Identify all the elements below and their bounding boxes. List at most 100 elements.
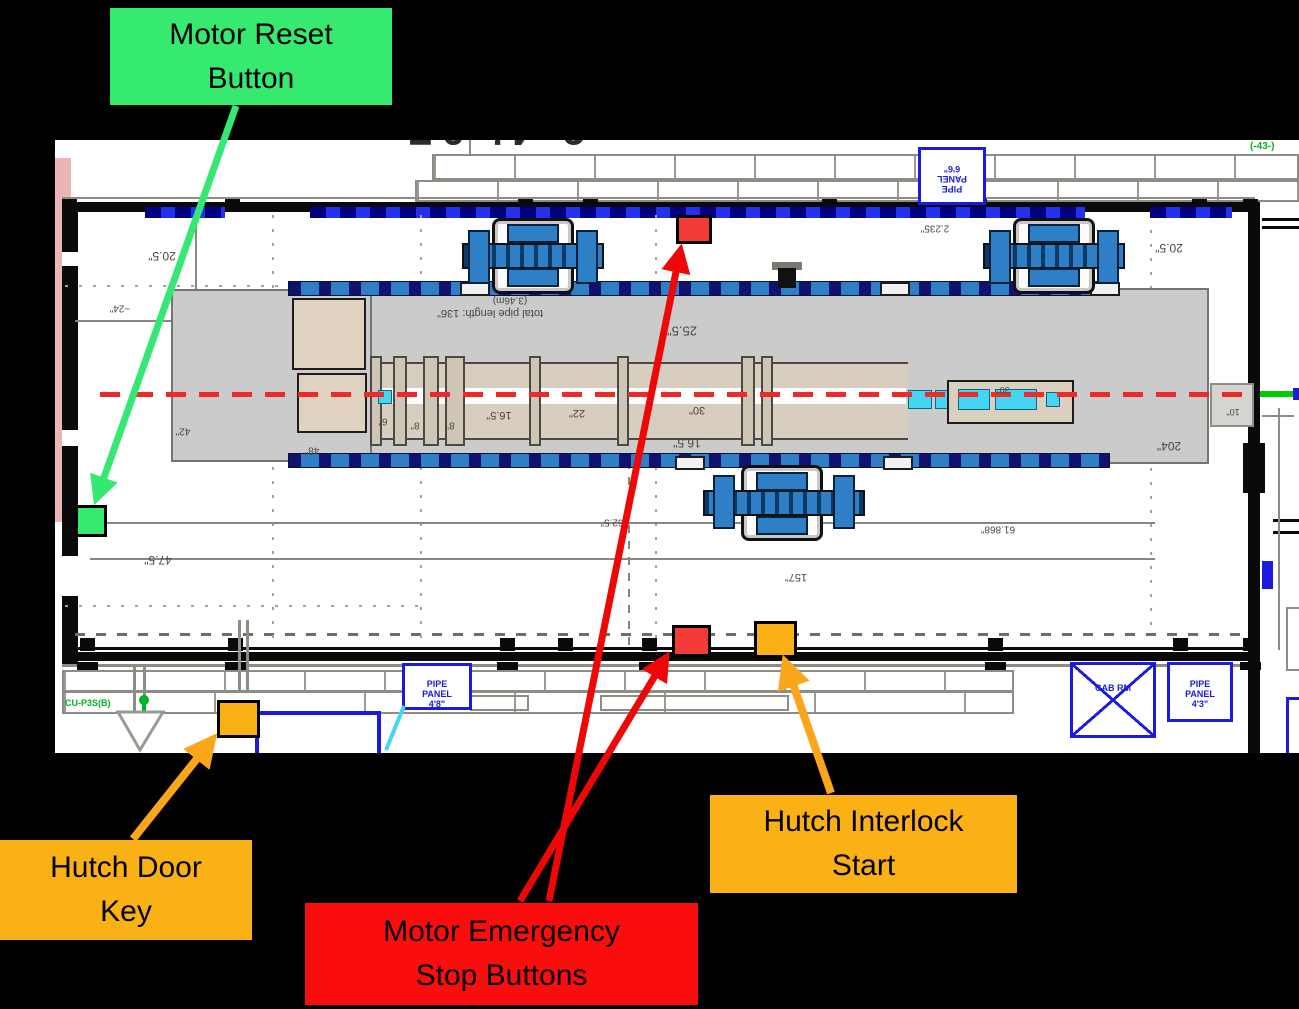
dimension-label: (3.46m): [492, 294, 528, 306]
dimension-label: 16.5": [673, 436, 701, 450]
rail-slider: [880, 282, 910, 296]
drop-pipe: [238, 620, 241, 692]
dimension-dashed-vline: [628, 445, 630, 645]
dimension-label: 61.868": [980, 523, 1016, 535]
annex-line: [1262, 218, 1299, 221]
dimension-label: 42": [175, 425, 191, 437]
dimension-label: 8": [445, 419, 455, 431]
wall-post: [80, 638, 95, 651]
title-text: 9 4' 0Z: [385, 140, 585, 154]
callout-motor-reset-label: Motor Reset Button: [169, 17, 333, 95]
pipe-panel-box-right: PIPE PANEL 4'3": [1167, 662, 1233, 722]
dimension-label: 8": [410, 419, 420, 431]
callout-hutch-door-key: Hutch Door Key: [0, 840, 252, 940]
pipe-flange: [741, 356, 755, 446]
dimension-label: 25.5": [667, 323, 697, 339]
bottom-duct-upper: [62, 670, 1014, 692]
motor-reset-button-marker[interactable]: [75, 505, 107, 537]
green-note-right: (-43-): [1250, 141, 1275, 152]
top-rail-segment: [145, 207, 225, 218]
dimension-label: 157": [784, 571, 808, 583]
dimension-label: 30": [996, 385, 1010, 395]
wall-post: [225, 199, 240, 212]
orange-arrow-doorkey: [129, 733, 218, 842]
dimension-label: 16.5": [486, 409, 512, 421]
pipe-flange: [423, 356, 439, 446]
cabinet-xbox: CAB RM: [1070, 662, 1156, 738]
table-center-fitting: [772, 262, 802, 270]
dimension-label: 30": [688, 404, 706, 416]
motor-leg: [468, 230, 490, 284]
pipe-panel-box-mid: PIPE PANEL 4'8": [402, 663, 472, 710]
motor-assembly-top-left: [462, 216, 604, 294]
motor-leg: [989, 230, 1011, 284]
left-wall-gap: [62, 556, 78, 596]
pipe-panel-box-top: PIPE PANEL 6'6": [918, 147, 986, 205]
xbox-cross: [1073, 665, 1153, 735]
xbox-label: CAB RM: [1095, 683, 1131, 693]
annex-blue-box: [1286, 697, 1299, 753]
dimension-label: 47.5": [144, 553, 172, 567]
pipe-panel-label: PIPE PANEL 4'8": [422, 679, 452, 709]
duct-segment: [600, 695, 789, 711]
bottom-duct-lower: [62, 691, 1014, 714]
wall-post-foot: [1240, 662, 1261, 670]
dimension-label: ~24": [109, 302, 131, 314]
motor-leg: [713, 475, 735, 529]
pipe-flange: [529, 356, 541, 446]
motor-assembly-bottom: [703, 465, 865, 543]
callout-motor-estop-label: Motor Emergency Stop Buttons: [383, 915, 620, 992]
left-wall-gap: [62, 252, 78, 266]
beamline-dashed: [100, 392, 1248, 397]
dimension-label: 204": [1156, 439, 1182, 453]
dimension-label: 10": [1226, 407, 1240, 417]
pipe-panel-label: PIPE PANEL 6'6": [937, 164, 967, 194]
hutch-door-key-marker[interactable]: [217, 700, 260, 738]
drop-pipe: [246, 620, 249, 692]
annex-vline: [1278, 408, 1280, 650]
wall-post-foot: [77, 662, 98, 670]
motor-leg: [833, 475, 855, 529]
bottom-wall: [62, 652, 1258, 661]
motor-block: [507, 268, 559, 287]
duct-segment: [470, 695, 529, 711]
dimension-label: 22": [568, 407, 586, 419]
green-symbol: [139, 695, 149, 705]
callout-hutch-interlock: Hutch Interlock Start: [710, 795, 1017, 893]
estop-marker-bottom[interactable]: [672, 625, 711, 657]
wall-post: [500, 638, 515, 651]
pipe-flange: [617, 356, 629, 446]
left-wall-gap: [62, 430, 78, 446]
dimension-label: 2.235": [920, 222, 950, 234]
callout-motor-reset: Motor Reset Button: [110, 8, 392, 105]
wall-post: [1243, 638, 1258, 651]
table-equipment-box: [297, 373, 367, 433]
dimension-label: 6": [378, 415, 388, 427]
top-rail-segment: [310, 207, 1085, 218]
wall-post-foot: [497, 662, 518, 670]
dimension-label: total pipe length: 136": [436, 307, 544, 319]
motor-assembly-top-right: [983, 216, 1125, 294]
rayonix-box: Rayonix: [255, 711, 381, 753]
annex-line: [1262, 226, 1299, 229]
grid-dotted-hline: [65, 605, 425, 607]
motor-leg: [576, 230, 598, 284]
rail-slider: [675, 456, 705, 470]
annex-line: [1273, 531, 1299, 534]
top-wall-outer-line: [62, 197, 1255, 199]
motor-block: [756, 472, 808, 491]
estop-marker-top[interactable]: [676, 215, 712, 244]
motor-block: [1028, 224, 1080, 243]
pipe-panel-label: PIPE PANEL 4'3": [1185, 679, 1215, 709]
motor-block: [507, 224, 559, 243]
top-rail-segment: [1150, 207, 1232, 218]
beamline-exit-tip: [1293, 388, 1299, 400]
dimension-label: 48": [304, 444, 320, 456]
dimension-line: [75, 320, 175, 322]
table-equipment-box: [292, 298, 366, 370]
drop-pipe: [143, 664, 146, 712]
dimension-label: 20.5": [1155, 241, 1183, 255]
hutch-interlock-start-marker[interactable]: [754, 621, 797, 658]
wall-post: [988, 638, 1003, 651]
